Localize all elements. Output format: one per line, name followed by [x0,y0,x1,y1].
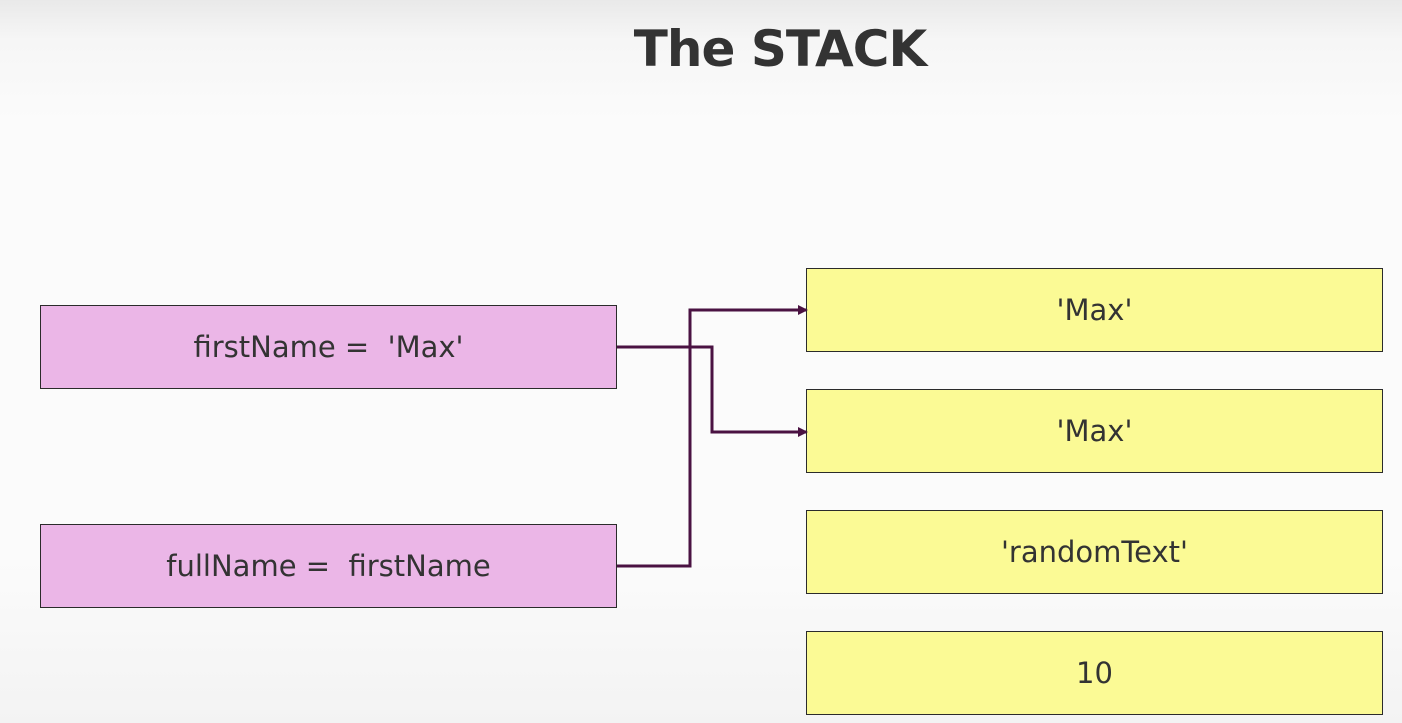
arrow-firstname-to-max-2 [617,345,808,437]
slide-title: The STACK [633,20,927,78]
variable-box-fullname: fullName = firstName [40,524,617,608]
arrow-fullname-to-max-1 [617,305,808,568]
stack-value-box-max-1: 'Max' [806,268,1383,352]
variable-box-firstname: firstName = 'Max' [40,305,617,389]
stack-value-box-10: 10 [806,631,1383,715]
stack-value-box-max-2: 'Max' [806,389,1383,473]
stack-value-box-randomtext: 'randomText' [806,510,1383,594]
